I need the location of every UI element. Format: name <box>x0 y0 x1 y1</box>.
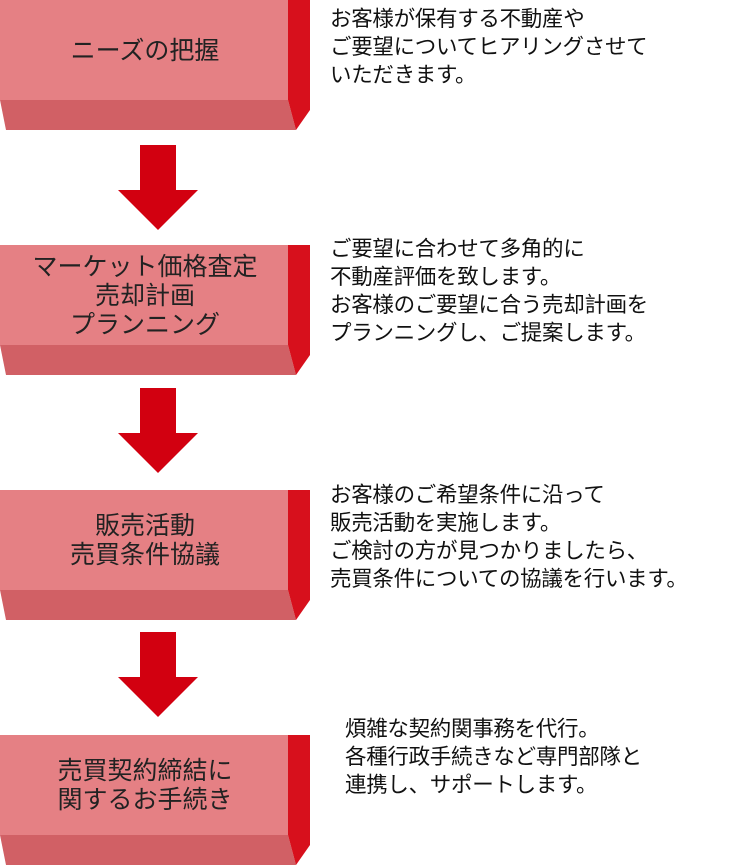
down-arrow-3 <box>118 632 198 717</box>
step-box-2-front <box>0 245 288 345</box>
step-1-label: ニーズの把握 <box>70 35 220 65</box>
step-box-4-side <box>288 735 310 865</box>
down-arrow-2 <box>118 388 198 473</box>
step-1-description: お客様が保有する不動産や ご要望についてヒアリングさせて いただきます。 <box>330 7 648 88</box>
step-3-label: 販売活動 売買条件協議 <box>69 511 220 569</box>
step-box-4 <box>0 735 310 865</box>
down-arrow-1 <box>118 145 198 230</box>
step-2-label: マーケット価格査定 売却計画 プランニング <box>32 251 258 339</box>
step-box-1-bottom <box>0 100 296 130</box>
step-box-4-front <box>0 735 288 835</box>
step-box-2 <box>0 245 310 375</box>
step-box-4-bottom <box>0 835 296 865</box>
step-4-label: 売買契約締結に 関するお手続き <box>57 756 233 814</box>
step-box-1 <box>0 0 310 130</box>
step-box-3-front <box>0 490 288 590</box>
step-box-1-side <box>288 0 310 130</box>
step-box-2-bottom <box>0 345 296 375</box>
step-box-2-side <box>288 245 310 375</box>
step-3-description: お客様のご希望条件に沿って 販売活動を実施します。 ご検討の方が見つかりましたら… <box>330 483 688 592</box>
step-box-1-front <box>0 0 288 100</box>
step-box-3-bottom <box>0 590 296 620</box>
step-4-description: 煩雑な契約関事務を代行。 各種行政手続きなど専門部隊と 連携し、サポートします。 <box>345 717 642 798</box>
step-box-3-side <box>288 490 310 620</box>
step-2-description: ご要望に合わせて多角的に 不動産評価を致します。 お客様のご要望に合う売却計画を… <box>330 237 649 346</box>
step-box-3 <box>0 490 310 620</box>
